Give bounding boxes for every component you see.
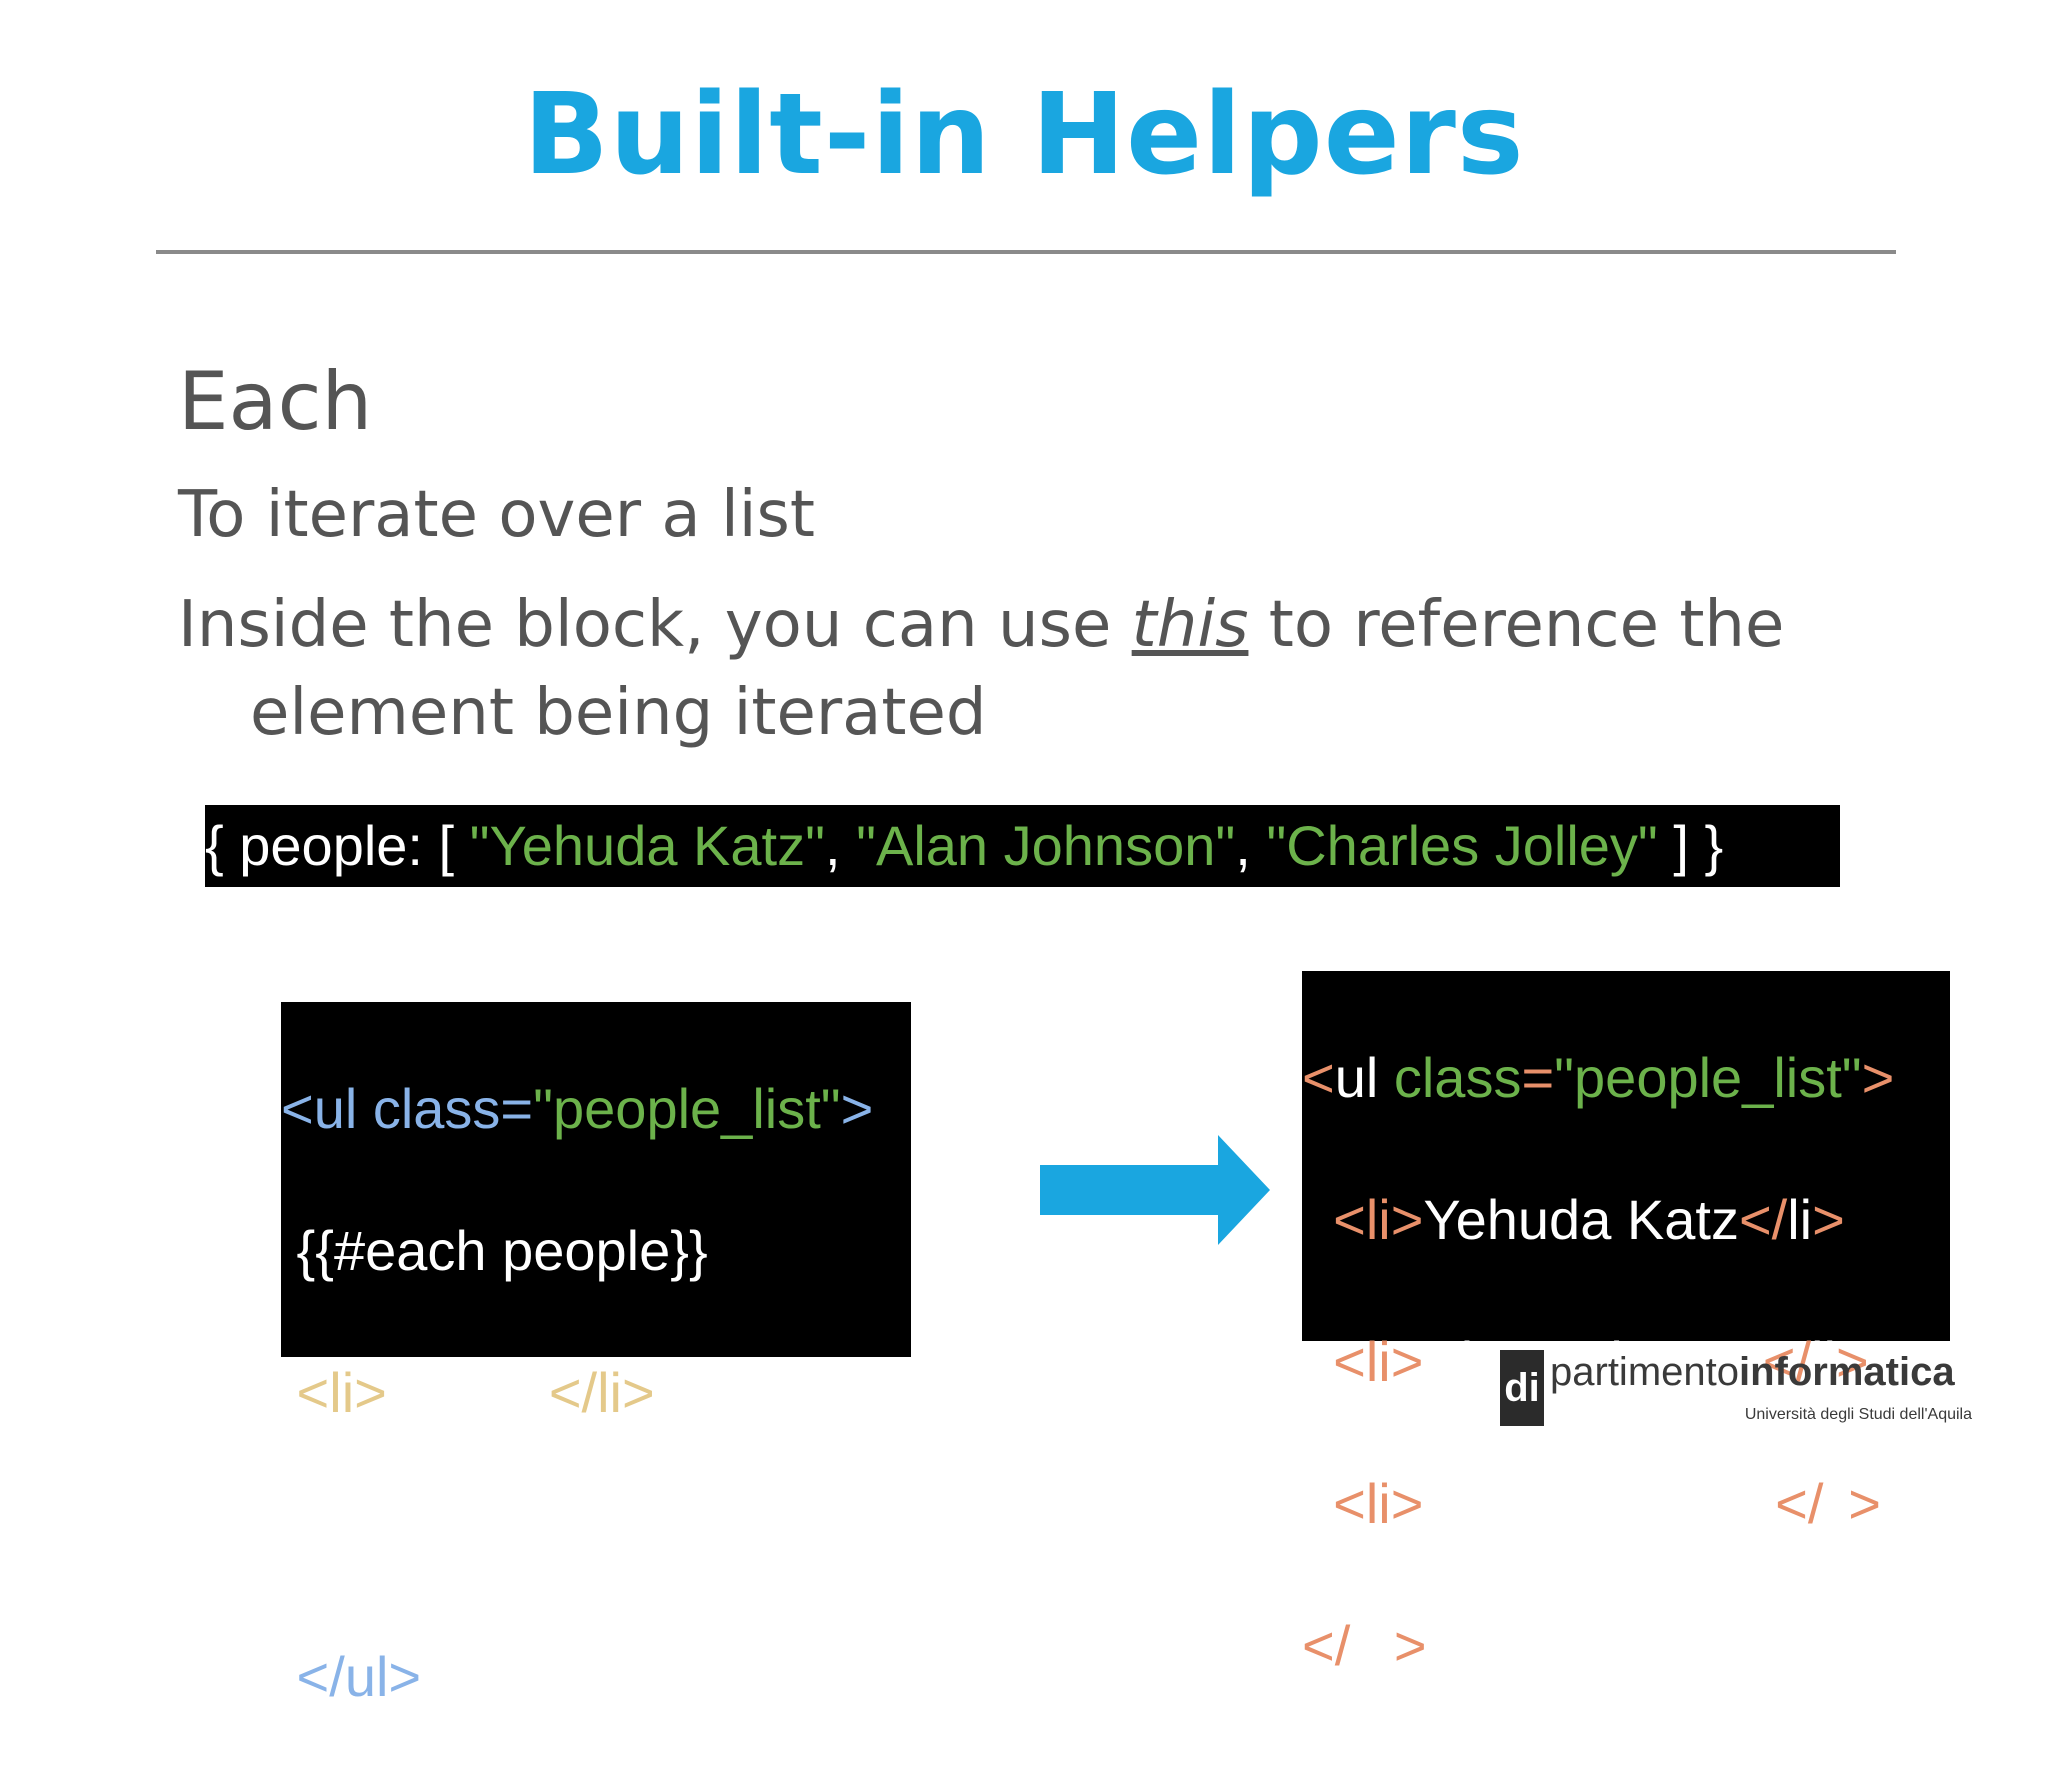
data-context-code: { people: [ "Yehuda Katz", "Alan Johnson…: [205, 805, 1840, 887]
bullet-this-continuation: element being iterated: [250, 676, 987, 750]
bullet-this-post: to reference the: [1248, 588, 1785, 662]
template-line-2: {{#each people}}: [281, 1219, 708, 1282]
data-name-3: "Charles Jolley": [1266, 814, 1658, 877]
template-li-close: </li>: [548, 1361, 655, 1424]
data-sep-1: ,: [824, 814, 857, 877]
output-li-close-name: li: [1823, 1472, 1849, 1535]
template-line-3: <li>{{this}}</li>: [281, 1357, 911, 1428]
output-ul-gt: >: [1861, 1046, 1895, 1109]
template-this: {{this}}: [386, 1361, 549, 1424]
template-li-open: <li>: [281, 1361, 387, 1424]
output-li-close-gt: >: [1848, 1472, 1881, 1535]
output-item-3: Charles Jolley: [1423, 1472, 1776, 1535]
template-line-1: <ul class="people_list">: [281, 1073, 911, 1144]
logo-subtitle: Università degli Studi dell'Aquila: [1744, 1406, 1972, 1423]
output-li-open: <li>: [1302, 1472, 1424, 1535]
output-ul-close-name: ul: [1350, 1614, 1394, 1677]
section-heading: Each: [178, 355, 373, 448]
template-class-value: "people_list": [533, 1077, 841, 1140]
output-li-open: <li>: [1302, 1188, 1424, 1251]
output-li-close-name: li: [1811, 1330, 1836, 1393]
template-ul-open-end: >: [840, 1077, 874, 1140]
output-line-1: <ul class="people_list">: [1302, 1042, 1950, 1113]
logo-text-bold: informatica: [1738, 1350, 1955, 1394]
output-li-close-lt: </: [1762, 1330, 1812, 1393]
output-li-close-name: li: [1787, 1188, 1813, 1251]
output-class-attr: class: [1393, 1046, 1522, 1109]
template-line-5: </ul>: [281, 1645, 422, 1708]
data-sep-2: ,: [1235, 814, 1267, 877]
output-li-open: <li>: [1302, 1330, 1424, 1393]
output-li-close-lt: </: [1738, 1188, 1788, 1251]
template-line-4: {{/each}}: [281, 1503, 493, 1566]
output-li-close-gt: >: [1812, 1188, 1845, 1251]
arrow-right-icon: [1040, 1135, 1270, 1245]
output-line-5: </ul>: [1302, 1610, 1950, 1681]
output-line-2: <li>Yehuda Katz</li>: [1302, 1184, 1950, 1255]
logo-text-light: partimento: [1550, 1350, 1739, 1394]
data-name-1: "Yehuda Katz": [469, 814, 825, 877]
output-ul-name: ul: [1334, 1046, 1394, 1109]
output-class-value: "people_list": [1554, 1046, 1862, 1109]
output-item-1: Yehuda Katz: [1423, 1188, 1739, 1251]
output-li-close-lt: </: [1775, 1472, 1824, 1535]
data-open: { people: [: [205, 814, 470, 877]
slide-title: Built-in Helpers: [523, 70, 1525, 200]
output-eq: =: [1521, 1046, 1555, 1109]
output-ul-close-gt: >: [1393, 1614, 1427, 1677]
logo-mark: di: [1500, 1350, 1544, 1426]
template-ul-open: <ul class=: [281, 1077, 534, 1140]
this-keyword: this: [1131, 588, 1249, 662]
title-divider: [156, 250, 1896, 254]
bullet-this-pre: Inside the block, you can use: [178, 588, 1132, 662]
output-ul-close-lt: </: [1302, 1614, 1351, 1677]
logo-text: partimentoinformatica: [1550, 1350, 1955, 1395]
template-code-block: <ul class="people_list"> {{#each people}…: [281, 1002, 911, 1708]
data-name-2: "Alan Johnson": [856, 814, 1236, 877]
bullet-iterate: To iterate over a list: [178, 478, 815, 552]
output-line-4: <li>Charles Jolley</li>: [1302, 1468, 1950, 1539]
output-code-block: <ul class="people_list"> <li>Yehuda Katz…: [1302, 971, 1950, 1677]
output-ul-lt: <: [1302, 1046, 1335, 1109]
department-logo: di partimentoinformatica Università degl…: [1500, 1350, 1980, 1435]
data-close: ] }: [1657, 814, 1724, 877]
output-li-close-gt: >: [1835, 1330, 1869, 1393]
bullet-this: Inside the block, you can use this to re…: [178, 588, 1784, 662]
